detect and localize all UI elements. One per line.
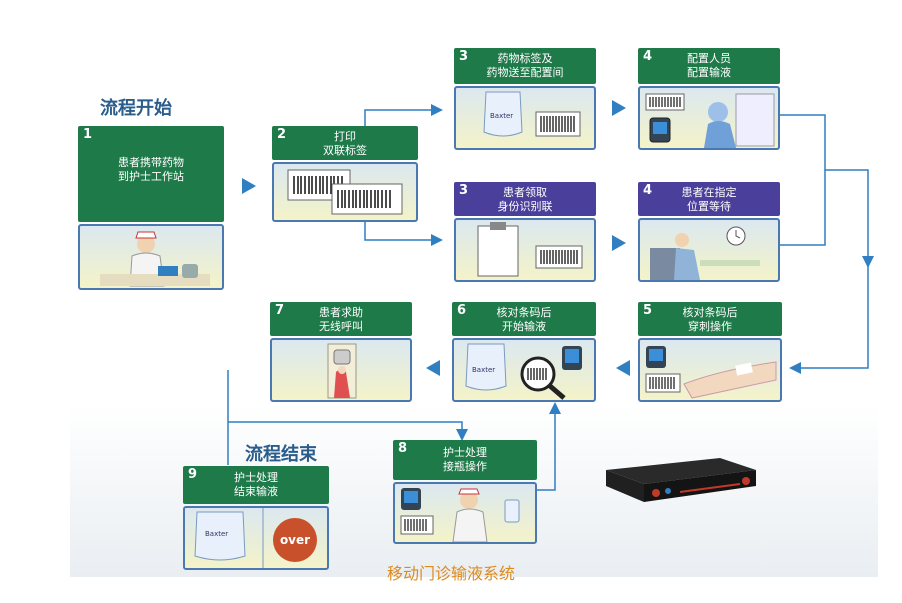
step-2: 2 打印 双联标签 (272, 126, 418, 224)
step-6-infusion: 6 核对条码后 开始输液 Baxter (452, 302, 596, 402)
connector-4b-rail (780, 170, 826, 246)
connector-8-6 (536, 402, 561, 491)
step-3-drug-labels: 3 药物标签及 药物送至配置间 Baxter (454, 48, 596, 150)
step-text: 药物标签及 药物送至配置间 (486, 52, 564, 79)
step-number: 2 (277, 127, 287, 142)
step-text: 配置人员 配置输液 (687, 52, 731, 79)
iv-bag-barcode-illustration: Baxter (454, 86, 596, 150)
call-button-illustration (270, 338, 412, 402)
bag-magnifier-illustration: Baxter (452, 338, 596, 402)
start-label: 流程开始 (100, 98, 172, 119)
step-number: 5 (643, 303, 653, 318)
arrow-6-7 (426, 360, 440, 376)
nurse-scanning-illustration (393, 482, 537, 544)
over-text: over (280, 533, 310, 547)
bag-brand-text: Baxter (490, 112, 513, 120)
nurse-desk-illustration (78, 224, 224, 290)
step-number: 8 (398, 441, 408, 456)
step-number: 6 (457, 303, 467, 318)
step-text: 护士处理 接瓶操作 (443, 446, 487, 473)
step-4-preparation: 4 配置人员 配置输液 (638, 48, 780, 150)
step-text: 核对条码后 开始输液 (496, 306, 552, 333)
arrow-3b-4b (612, 235, 626, 251)
diagram-caption: 移动门诊输液系统 (386, 564, 515, 583)
step-number: 9 (188, 467, 198, 482)
step-7-call: 7 患者求助 无线呼叫 (270, 302, 412, 402)
end-label: 流程结束 (245, 444, 317, 465)
step-5-puncture: 5 核对条码后 穿刺操作 (638, 302, 782, 402)
bag-brand-text: Baxter (205, 530, 228, 538)
infusion-device-image (600, 448, 760, 508)
step-text: 患者在指定 位置等待 (681, 186, 737, 213)
connector-7-8 (228, 421, 468, 441)
step-1: 1 患者携带药物 到护士工作站 (78, 126, 224, 291)
arrow-3a-4a (612, 100, 626, 116)
step-number: 4 (643, 183, 653, 198)
step-number: 4 (643, 49, 653, 64)
step-text: 打印 双联标签 (323, 130, 367, 157)
step-number: 7 (275, 303, 285, 318)
step-text: 核对条码后 穿刺操作 (682, 306, 738, 333)
patient-waiting-illustration (638, 218, 780, 282)
arrow-5-6 (616, 360, 630, 376)
step-number: 3 (459, 49, 469, 64)
step-3-id-label: 3 患者领取 身份识别联 (454, 182, 596, 282)
connector-4a-rail (780, 114, 874, 268)
arm-puncture-illustration (638, 338, 782, 402)
step-9-end: 9 护士处理 结束输液 Baxter over (183, 466, 329, 570)
connector-rail-5 (789, 265, 869, 374)
clipboard-barcode-illustration (454, 218, 596, 282)
step-text: 患者领取 身份识别联 (497, 186, 553, 213)
step-4-waiting: 4 患者在指定 位置等待 (638, 182, 780, 282)
pharmacist-illustration (638, 86, 780, 150)
arrow-1-2 (242, 178, 256, 194)
step-number: 3 (459, 183, 469, 198)
step-text: 患者求助 无线呼叫 (319, 306, 363, 333)
bag-brand-text: Baxter (472, 366, 495, 374)
dual-barcode-labels-illustration (272, 162, 418, 222)
bag-over-illustration: Baxter over (183, 506, 329, 570)
step-text: 护士处理 结束输液 (234, 471, 278, 498)
step-number: 1 (83, 127, 93, 142)
step-text: 患者携带药物 到护士工作站 (118, 156, 184, 183)
step-8-bottle-change: 8 护士处理 接瓶操作 (393, 440, 537, 544)
